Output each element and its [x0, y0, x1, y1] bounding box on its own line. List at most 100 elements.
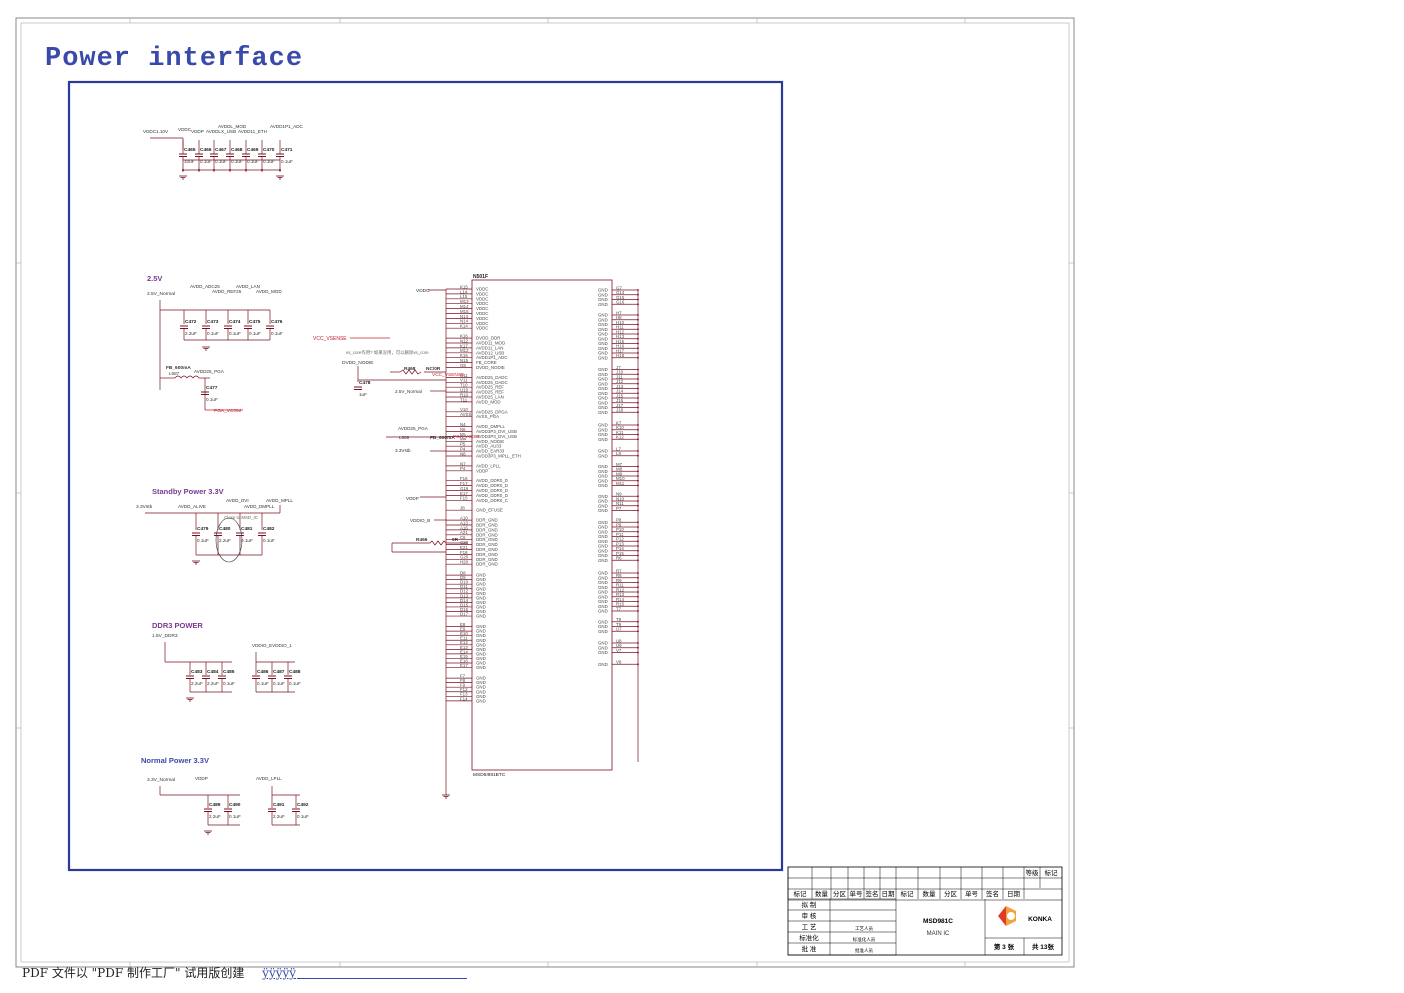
net-label: VDDIO_B	[410, 518, 430, 523]
cap-value: 0.1uF	[215, 159, 227, 164]
bead-label: FB_600mA	[166, 365, 191, 371]
net-label: VDDC	[178, 127, 192, 132]
ic-pin-name: FB_CORE	[476, 360, 497, 365]
ic-pin-number: N10	[616, 496, 625, 501]
cap-value: 2.2uF	[219, 538, 231, 543]
footer-link[interactable]: ÿÿÿÿÿ	[262, 966, 297, 980]
ic-pin-number: F15	[460, 496, 468, 501]
tb-signer: 工艺人员	[855, 926, 873, 932]
cap-value: 0.1uF	[263, 159, 275, 164]
ic-pin-name: AVDD1P1_ADC	[476, 355, 507, 360]
ic-pin-number: E13	[460, 645, 468, 650]
ic-pin-number: U9	[616, 643, 622, 648]
tb-header-cell: 单号	[850, 889, 864, 898]
junction	[637, 293, 639, 296]
capacitor	[224, 808, 232, 812]
ic-pin-number: D14	[460, 598, 469, 603]
ic-pin-name: GND	[598, 355, 608, 360]
cap-ref: C479	[197, 526, 209, 532]
ic-pin-name: AVDD25_REF	[476, 385, 504, 390]
junction	[637, 392, 639, 395]
ic-pin-name: GND	[476, 614, 486, 619]
cap-value: 0.1uF	[249, 331, 261, 336]
cap-ref: C471	[281, 147, 293, 153]
ic-pin-number: P4	[460, 466, 466, 471]
junction	[637, 545, 639, 547]
ic-pin-name: DDR_GND	[476, 532, 498, 537]
ic-pin-number: T10	[460, 383, 468, 388]
ic-pin-name: GND	[598, 619, 608, 624]
capacitor	[266, 325, 274, 329]
bead-ref: L588	[399, 435, 410, 440]
junction	[637, 397, 639, 399]
ic-pin-name: AVDD_LPLL	[476, 463, 501, 468]
ic-pin-number: F18	[460, 550, 468, 555]
capacitor	[202, 675, 210, 679]
junction	[637, 470, 639, 473]
tb-header-cell: 签名	[986, 889, 999, 898]
cap-value: 0.1uF	[197, 538, 209, 543]
ic-pin-number: D13	[460, 593, 469, 598]
cap-ref: C478	[359, 380, 371, 386]
ic-pin-name: GND	[598, 351, 608, 356]
ic-pin-number: V10	[460, 407, 468, 412]
ic-pin-number: J18	[616, 408, 624, 413]
section-title: Normal Power 3.3V	[141, 756, 209, 765]
ic-pin-name: GND	[598, 575, 608, 580]
junction	[637, 663, 639, 666]
ic-pin-name: GND	[476, 656, 486, 661]
ic-pin-number: H15	[616, 339, 625, 344]
tb-role: 拟 制	[802, 900, 817, 909]
cap-value: 0.1uF	[229, 814, 241, 819]
tb-role: 标准化	[799, 933, 819, 942]
cap-value: 0.1uF	[241, 538, 253, 543]
tb-header-cell: 日期	[882, 890, 896, 898]
ic-pin-name: GND	[598, 499, 608, 504]
cap-ref: C482	[263, 526, 275, 532]
ic-pin-number: J17	[616, 403, 624, 408]
ic-pin-number: J16	[616, 398, 624, 403]
ic-pin-number: A21	[460, 530, 468, 535]
ic-pin-number: J8	[460, 506, 465, 511]
ic-pin-number: L7	[616, 446, 621, 451]
resistor	[429, 540, 447, 546]
cap-value: 10uF	[184, 159, 195, 164]
capacitor	[252, 675, 260, 679]
ic-pin-name: GND	[598, 590, 608, 595]
junction	[637, 347, 639, 350]
ic-body	[471, 279, 613, 771]
ic-pin-name: GND	[598, 317, 608, 322]
junction	[637, 642, 639, 644]
net-label: DVDD_NODIE	[342, 360, 373, 366]
cap-ref: C472	[185, 319, 197, 325]
capacitor	[268, 675, 276, 679]
ic-pin-name: GND	[598, 396, 608, 401]
ic-pin-name: GND	[476, 600, 486, 605]
ic-pin-name: GND	[598, 332, 608, 337]
ic-pin-number: D15	[460, 602, 469, 607]
junction	[637, 454, 639, 457]
junction	[637, 630, 639, 633]
ic-pin-number: E10	[460, 631, 468, 636]
tb-signer: 标准化人员	[853, 936, 876, 943]
ic-pin-name: AVDD11_LAN	[476, 345, 503, 350]
capacitor	[202, 325, 210, 329]
ic-pin-name: AVDD_DDR0_D	[476, 483, 508, 488]
capacitor	[214, 532, 222, 536]
ic-pin-name: AVDD_NODIE	[476, 439, 504, 444]
junction	[637, 378, 639, 380]
ic-pin-name: GND	[598, 336, 608, 341]
ic-pin-number: H20	[460, 560, 469, 565]
ic-pin-number: V8	[616, 660, 622, 665]
ic-pin-number: J12	[616, 379, 624, 384]
tb-header-cell: 分区	[833, 889, 847, 898]
ic-pin-number: D16	[460, 607, 469, 612]
ic-pin-name: GND	[598, 544, 608, 549]
cap-ref: C483	[191, 669, 203, 675]
ic-pin-number: M4	[460, 437, 467, 442]
junction	[637, 352, 639, 354]
ic-pin-name: GND	[598, 571, 608, 576]
ic-pin-number: R13	[616, 592, 625, 597]
ic-pin-name: GND	[598, 478, 608, 483]
ic-pin-number: E15	[460, 654, 468, 659]
